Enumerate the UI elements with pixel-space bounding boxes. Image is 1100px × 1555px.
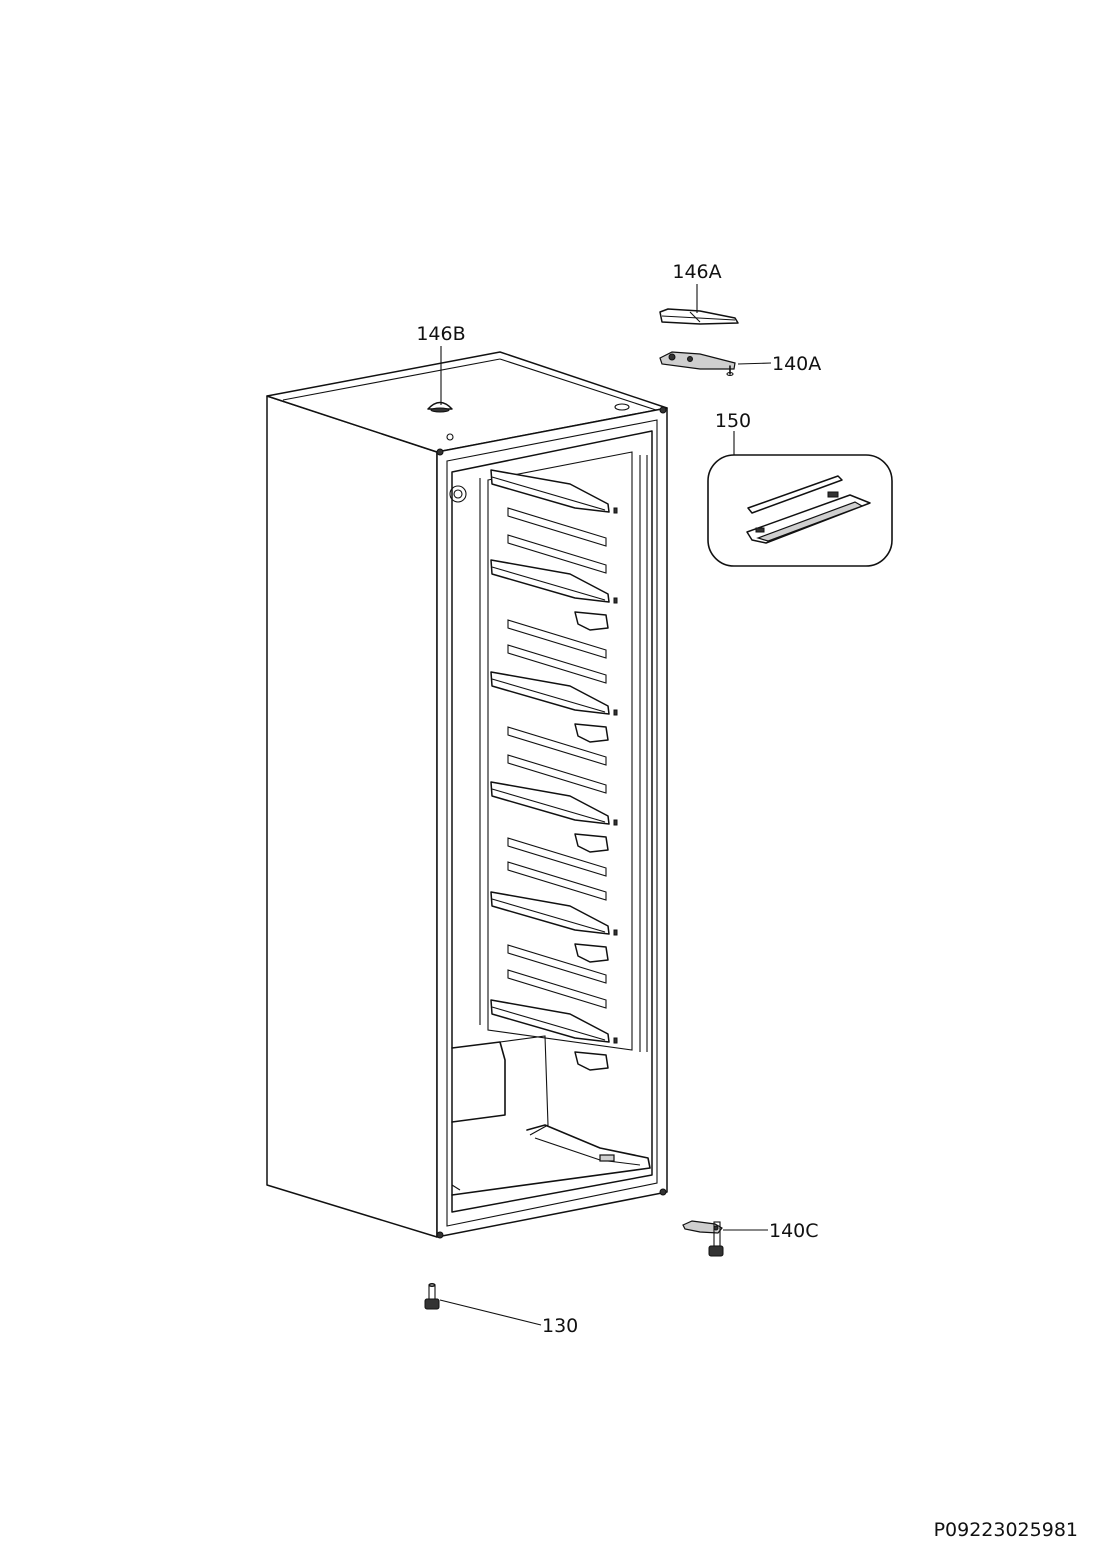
shelf-clip <box>574 943 609 963</box>
shelf-clip <box>574 611 609 631</box>
shelf-clip <box>574 833 609 853</box>
rail-stud <box>613 1037 618 1044</box>
back-wall-slot <box>507 861 607 901</box>
light-assembly-150 <box>707 454 893 567</box>
shelf-guide-edge <box>491 476 606 511</box>
back-wall-slot <box>507 969 607 1009</box>
shelf-clip <box>574 723 609 743</box>
adjustable-foot-130 <box>424 1282 440 1310</box>
top-hinge-140a <box>659 351 736 377</box>
callout-150: 150 <box>715 410 751 432</box>
back-wall-slot <box>507 944 607 984</box>
shelf-guide-edge <box>491 898 606 933</box>
back-wall-slot <box>507 837 607 877</box>
shelf-guide <box>490 469 610 513</box>
rail-stud <box>613 709 618 716</box>
hinge-cover-146a <box>659 308 739 325</box>
shelf-guide <box>490 891 610 935</box>
back-wall-slot <box>507 507 607 547</box>
shelf-guide-edge <box>491 1006 606 1041</box>
callout-146b: 146B <box>416 323 465 345</box>
callout-146a: 146A <box>672 261 721 283</box>
rail-stud <box>613 597 618 604</box>
callout-140a: 140A <box>772 353 821 375</box>
rail-stud <box>613 507 618 514</box>
shelf-guide <box>490 999 610 1043</box>
shelf-guide <box>490 559 610 603</box>
shelf-rails <box>490 469 618 1071</box>
back-wall-slot <box>507 644 607 684</box>
back-wall-slot <box>507 754 607 794</box>
top-cap-146b <box>427 401 453 413</box>
document-id: P09223025981 <box>934 1519 1078 1541</box>
back-wall-slot <box>507 534 607 574</box>
shelf-guide <box>490 671 610 715</box>
callout-130: 130 <box>542 1315 578 1337</box>
bottom-compartment <box>451 1035 651 1196</box>
back-wall-slot <box>507 619 607 659</box>
callout-labels: 146A 146B 140A 150 140C 130 <box>416 261 821 1337</box>
shelf-guide-edge <box>491 678 606 713</box>
cabinet-body <box>266 351 668 1239</box>
shelf-guide <box>490 781 610 825</box>
shelf-guide-edge <box>491 788 606 823</box>
bottom-hinge-140c <box>682 1220 724 1257</box>
back-wall-slot <box>507 726 607 766</box>
rail-stud <box>613 929 618 936</box>
callout-140c: 140C <box>769 1220 819 1242</box>
rail-stud <box>613 819 618 826</box>
shelf-guide-edge <box>491 566 606 601</box>
shelf-clip <box>574 1051 609 1071</box>
leader-lines <box>439 284 772 1326</box>
